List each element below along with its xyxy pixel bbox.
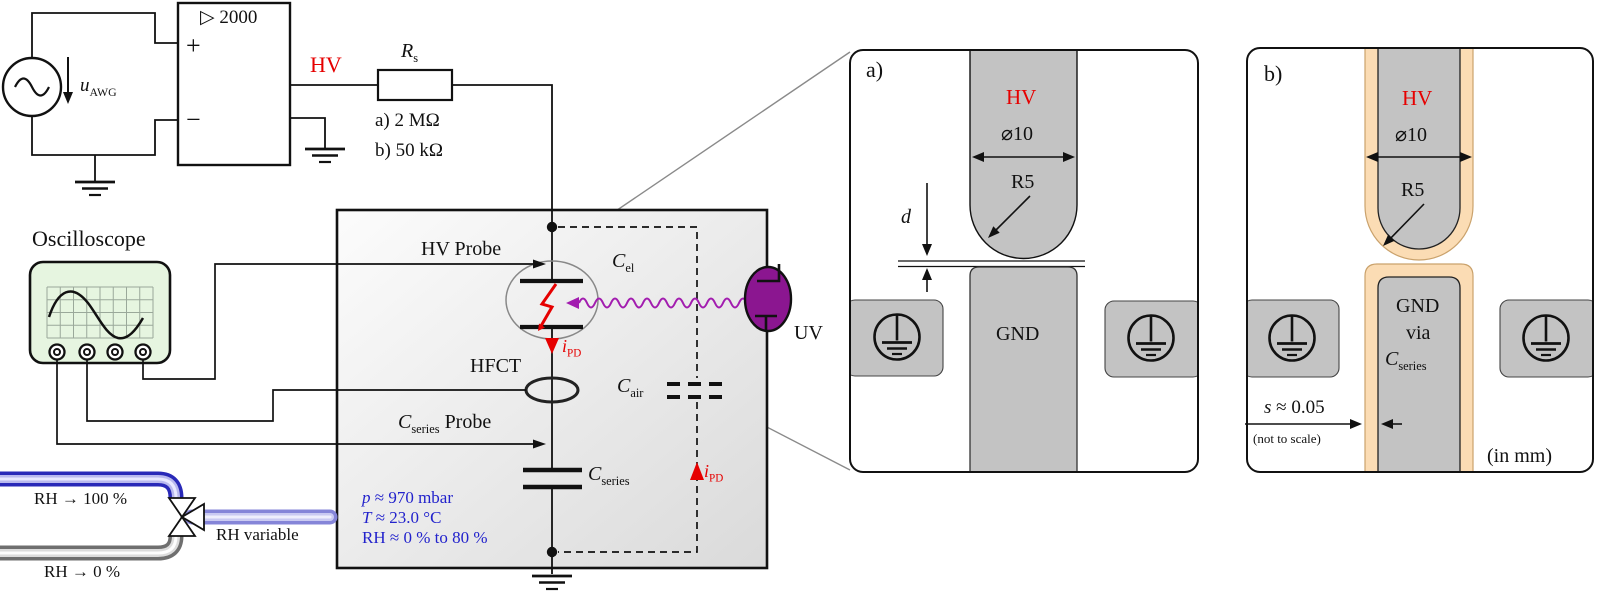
humidity-pipes <box>0 471 338 561</box>
gnd-block-a-left <box>850 299 944 377</box>
gnd-a-label: GND <box>996 323 1040 345</box>
uv-label: UV <box>794 322 823 344</box>
detail-a-border <box>849 49 1199 473</box>
d-dim-label: d <box>901 206 911 228</box>
amp-minus-label: − <box>186 105 201 134</box>
c-series-label: Cseries <box>588 463 630 488</box>
environment-readout: p ≈ 970 mbar T ≈ 23.0 °C RH ≈ 0 % to 80 … <box>362 488 488 548</box>
detail-b-dimensions <box>1245 152 1472 429</box>
cseries-probe-label: Cseries Probe <box>398 411 492 436</box>
hv-probe-label: HV Probe <box>421 238 502 260</box>
hv-electrode-a <box>969 50 1078 260</box>
hfct-label: HFCT <box>470 355 522 377</box>
gnd-block-a-right <box>1104 300 1198 378</box>
hv-b-label: HV <box>1402 86 1433 110</box>
node-bottom <box>546 546 558 558</box>
gnd-b-line1: GND <box>1396 295 1440 317</box>
rs-value-a: a) 2 MΩ <box>375 110 440 131</box>
series-resistor-box <box>376 68 454 102</box>
amplifier-box <box>176 1 292 167</box>
uawg-arrow <box>63 57 73 104</box>
hv-electrode-b <box>1377 48 1461 250</box>
detail-b-border <box>1246 47 1594 473</box>
uv-lamp-icon <box>743 264 793 333</box>
temperature-line: T ≈ 23.0 °C <box>362 508 442 528</box>
amp-gain-label: ▷ 2000 <box>200 7 258 28</box>
gnd-b-line3: Cseries <box>1385 348 1427 373</box>
gnd-block-b-right <box>1499 299 1593 378</box>
s-dim-label: s ≈ 0.05 <box>1264 397 1325 418</box>
c-el-label: Cel <box>612 250 635 275</box>
oscilloscope-device <box>28 260 172 365</box>
uv-beam <box>566 297 748 309</box>
node-top <box>546 221 558 233</box>
amp-plus-label: + <box>186 31 201 60</box>
c-series-capacitor <box>523 467 582 490</box>
humidity-line: RH ≈ 0 % to 80 % <box>362 528 488 548</box>
rs-value-b: b) 50 kΩ <box>375 140 443 161</box>
r5-a-label: R5 <box>1011 171 1035 193</box>
diameter-a-label: ⌀10 <box>1001 123 1034 145</box>
panel-a-label: a) <box>866 57 884 82</box>
scope-grid <box>46 286 154 339</box>
ipd-label-branch: iPD <box>704 461 724 485</box>
sine-glyph <box>14 77 50 97</box>
hv-probe-arrowhead <box>533 259 546 269</box>
hv-main-label: HV <box>310 52 342 77</box>
c-air-capacitor <box>667 382 727 399</box>
diameter-b-label: ⌀10 <box>1395 124 1428 146</box>
oscilloscope-label: Oscilloscope <box>32 226 146 251</box>
ipd-label-gap: iPD <box>562 336 582 360</box>
in-mm-note: (in mm) <box>1487 445 1552 467</box>
rh-low-label: RH → 0 % <box>44 562 121 581</box>
source-circuit <box>31 12 378 181</box>
not-to-scale-note: (not to scale) <box>1253 431 1321 446</box>
mixing-valve-icon <box>167 497 205 537</box>
ipd-arrow-down <box>545 338 559 354</box>
ipd-arrow-up <box>690 462 704 480</box>
rh-variable-label: RH variable <box>216 525 299 544</box>
probe-cables <box>56 263 533 445</box>
dashed-branch <box>558 226 698 553</box>
pressure-line: p ≈ 970 mbar <box>362 488 454 507</box>
hv-a-label: HV <box>1006 85 1037 109</box>
panel-b-label: b) <box>1264 61 1283 86</box>
chamber-internals <box>452 84 748 574</box>
uawg-label: uAWG <box>80 75 117 99</box>
discharge-bolt-icon <box>538 283 558 331</box>
c-air-label: Cair <box>617 375 644 400</box>
detail-a-dimensions <box>922 152 1075 292</box>
gnd-column-a <box>969 266 1078 472</box>
cseries-probe-arrowhead <box>533 439 546 449</box>
r5-b-label: R5 <box>1401 179 1425 201</box>
scope-trace <box>47 290 145 340</box>
gnd-b-line2: via <box>1406 322 1431 344</box>
rs-label: Rs <box>401 40 419 65</box>
rh-high-label: RH → 100 % <box>34 489 128 508</box>
detail-a-contents <box>850 50 1198 472</box>
scope-connectors <box>48 343 152 361</box>
